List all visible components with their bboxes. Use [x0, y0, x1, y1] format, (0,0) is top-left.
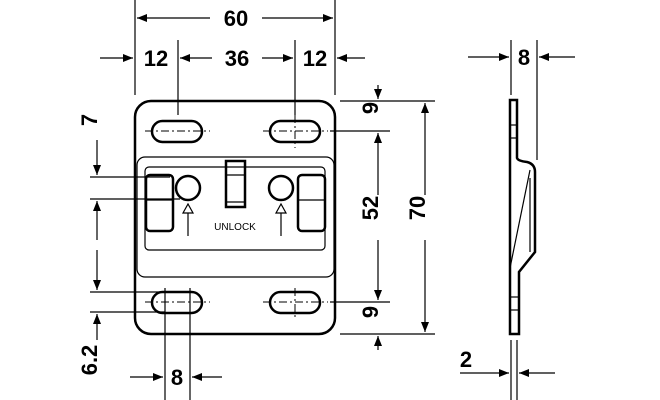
unlock-arrow-left-icon [181, 202, 195, 236]
dim-top-offset: 7 [77, 114, 102, 126]
left-lock-block [144, 173, 175, 233]
right-lock-block [296, 173, 327, 233]
dim-right-offset: 12 [303, 46, 327, 71]
dim-top-margin: 9 [358, 102, 383, 114]
dim-left-offset: 12 [144, 46, 168, 71]
dim-thickness: 2 [460, 347, 472, 372]
latch [224, 159, 247, 209]
dim-hole-spacing: 36 [225, 46, 249, 71]
left-dimensions: 7 6.2 [77, 114, 180, 375]
dim-bottom-offset: 6.2 [77, 345, 102, 376]
right-dimensions: 9 52 9 70 [330, 85, 435, 350]
front-view: UNLOCK [133, 99, 337, 336]
unlock-arrow-right-icon [274, 202, 288, 236]
dim-slot-width: 8 [171, 365, 183, 390]
raised-panel [136, 156, 335, 278]
bottom-dimension: 8 [130, 288, 222, 400]
right-release-hole [267, 174, 295, 202]
dim-depth: 8 [518, 45, 530, 70]
plate-outline [133, 99, 337, 336]
side-view: 8 2 [460, 40, 575, 400]
dim-total-width: 60 [224, 6, 248, 31]
mounting-slots [145, 115, 328, 318]
left-release-hole [174, 174, 202, 202]
top-dimensions: 60 12 36 12 [100, 0, 365, 115]
unlock-label: UNLOCK [214, 222, 256, 233]
dim-total-height: 70 [405, 196, 430, 220]
dim-slot-spacing: 52 [358, 196, 383, 220]
side-profile [508, 98, 537, 336]
dim-bottom-margin: 9 [358, 306, 383, 318]
